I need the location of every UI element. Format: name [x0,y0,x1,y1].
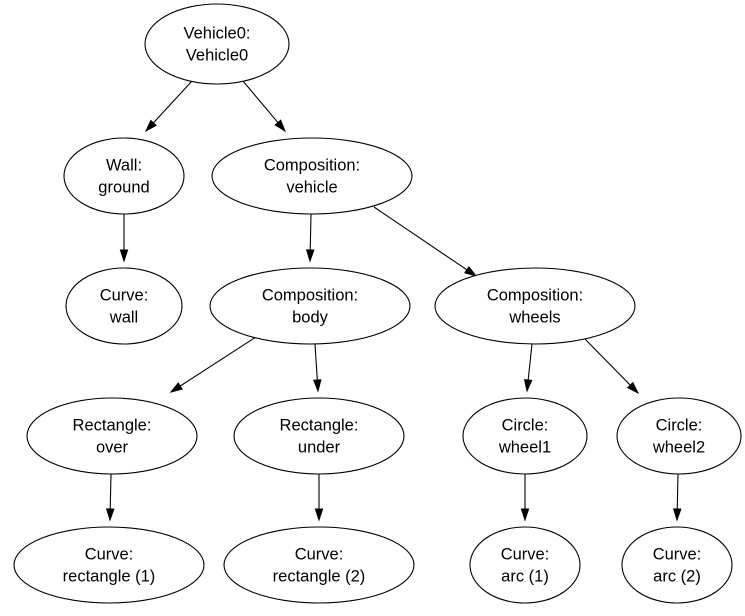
graph-edge [520,474,530,522]
graph-node-curve_arc_1[interactable]: Curve: arc (1) [469,526,581,604]
edge-arrowhead [305,249,315,263]
node-label-line1: Circle: [502,416,549,434]
node-label-line1: Rectangle: [73,416,152,434]
graph-edge [314,474,324,522]
node-label-line2: rectangle (1) [63,567,156,585]
node-ellipse[interactable] [211,137,413,215]
node-label-line2: wheel1 [498,438,551,456]
edge-line [373,206,468,271]
node-ellipse[interactable] [144,3,290,85]
edge-arrowhead [274,119,287,133]
edge-line [314,343,318,381]
edge-arrowhead [312,379,322,393]
edge-line [179,336,257,387]
graph-node-circle_wheel2[interactable]: Circle: wheel2 [616,397,742,475]
nodes-layer: Vehicle0:Vehicle0Wall:groundComposition:… [13,3,742,604]
graph-node-composition_vehicle[interactable]: Composition: vehicle [211,137,413,215]
node-label-line2: Vehicle0 [186,46,248,64]
node-ellipse[interactable] [26,397,198,475]
node-ellipse[interactable] [13,526,205,604]
graph-edge [305,213,315,263]
node-label-line1: Curve: [653,545,702,563]
graph-node-rectangle_under[interactable]: Rectangle: under [233,397,405,475]
node-label-line1: Composition: [262,286,358,304]
graph-node-curve_rectangle_1[interactable]: Curve: rectangle (1) [13,526,205,604]
node-label-line2: wall [109,308,138,326]
graph-edge [582,336,640,395]
node-ellipse[interactable] [233,397,405,475]
node-label-line2: arc (2) [653,567,701,585]
node-label-line1: Curve: [501,545,550,563]
edge-arrowhead [314,508,324,522]
node-label-line1: Curve: [100,286,149,304]
edge-arrowhead [464,265,478,277]
node-label-line2: wheels [508,308,560,326]
node-ellipse[interactable] [621,526,733,604]
node-ellipse[interactable] [209,267,411,345]
edge-arrowhead [520,508,530,522]
node-label-line2: ground [98,178,149,196]
node-ellipse[interactable] [65,267,183,345]
graph-node-composition_wheels[interactable]: Composition: wheels [434,267,636,345]
edge-line [527,343,533,381]
node-label-line1: Composition: [264,156,360,174]
node-label-line2: under [298,438,341,456]
edge-arrowhead [105,508,115,522]
graph-node-curve_wall[interactable]: Curve: wall [65,267,183,345]
graph-edge [373,206,478,277]
graph-edge [169,336,257,393]
edge-line [582,336,631,386]
edge-line [109,473,112,510]
edge-arrowhead [672,508,682,522]
node-ellipse[interactable] [434,267,636,345]
node-label-line2: rectangle (2) [273,567,366,585]
edge-arrowhead [523,379,533,393]
node-ellipse[interactable] [469,526,581,604]
graph-node-vehicle0[interactable]: Vehicle0: Vehicle0 [144,3,290,85]
node-label-line1: Wall: [106,156,142,174]
edge-arrowhead [169,382,183,393]
graph-node-wall_ground[interactable]: Wall: ground [63,137,185,215]
node-label-line2: wheel2 [652,438,705,456]
node-ellipse[interactable] [223,526,415,604]
graph-edge [523,343,533,393]
edge-line [676,473,679,510]
graph-edge [105,473,115,522]
node-label-line1: Vehicle0: [184,24,251,42]
node-label-line2: body [292,308,329,326]
edge-line [309,213,312,251]
graph-edge [144,80,193,133]
node-label-line1: Circle: [656,416,703,434]
graph-node-circle_wheel1[interactable]: Circle: wheel1 [462,397,588,475]
graph-edge [242,80,287,133]
graph-edge [672,473,682,522]
node-ellipse[interactable] [462,397,588,475]
edges-layer [105,80,682,522]
node-label-line1: Rectangle: [280,416,359,434]
graph-node-composition_body[interactable]: Composition: body [209,267,411,345]
node-label-line2: arc (1) [501,567,549,585]
node-ellipse[interactable] [63,137,185,215]
node-label-line2: vehicle [286,178,337,196]
graph-node-curve_arc_2[interactable]: Curve: arc (2) [621,526,733,604]
edge-arrowhead [144,119,157,133]
node-label-line1: Curve: [295,545,344,563]
edge-line [153,80,193,124]
node-ellipse[interactable] [616,397,742,475]
graph-edge [312,343,322,393]
node-label-line1: Composition: [487,286,583,304]
graph-node-rectangle_over[interactable]: Rectangle: over [26,397,198,475]
node-label-line1: Curve: [85,545,134,563]
graph-node-curve_rectangle_2[interactable]: Curve: rectangle (2) [223,526,415,604]
graph-edge [119,214,129,263]
edge-line [242,80,279,123]
edge-arrowhead [119,249,129,263]
node-label-line2: over [96,438,129,456]
edge-arrowhead [626,381,640,395]
